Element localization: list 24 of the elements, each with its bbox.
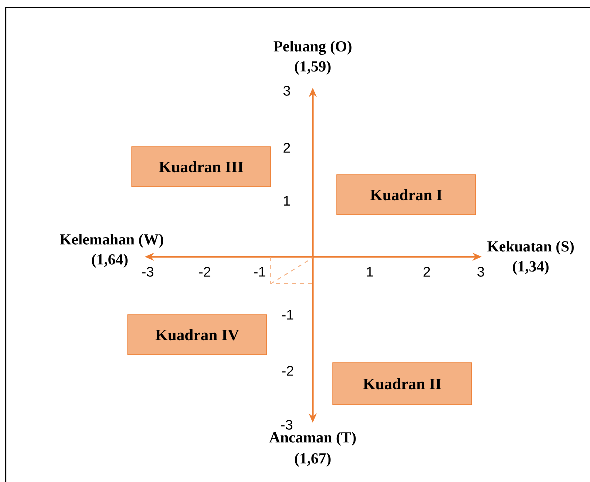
quadrant-box: Kuadran III	[132, 146, 272, 188]
axis-title: Kekuatan (S)	[488, 241, 574, 255]
quadrant-box: Kuadran IV	[128, 314, 268, 356]
tick-label: -2	[282, 366, 294, 376]
quadrant-box: Kuadran II	[332, 362, 472, 406]
tick-label: 3	[478, 267, 484, 277]
axis-title: (1,67)	[295, 453, 331, 467]
tick-label: -3	[281, 420, 293, 430]
tick-label: 3	[284, 86, 290, 96]
tick-label: 1	[284, 196, 290, 206]
axis-title: Kelemahan (W)	[60, 234, 164, 248]
tick-label: -3	[142, 267, 154, 277]
tick-label: -1	[254, 267, 266, 277]
axis-title: (1,64)	[92, 254, 128, 268]
tick-label: 1	[367, 267, 374, 277]
tick-label: -2	[199, 267, 210, 277]
axis-title: Peluang (O)	[274, 40, 352, 56]
quadrant-box: Kuadran I	[336, 174, 476, 216]
axis-title: Ancaman (T)	[270, 432, 356, 446]
tick-label: 2	[424, 267, 430, 277]
axis-title: (1,34)	[513, 261, 549, 275]
axis-title: (1,59)	[295, 61, 331, 75]
tick-label: -1	[282, 310, 294, 320]
tick-label: 2	[284, 143, 290, 153]
